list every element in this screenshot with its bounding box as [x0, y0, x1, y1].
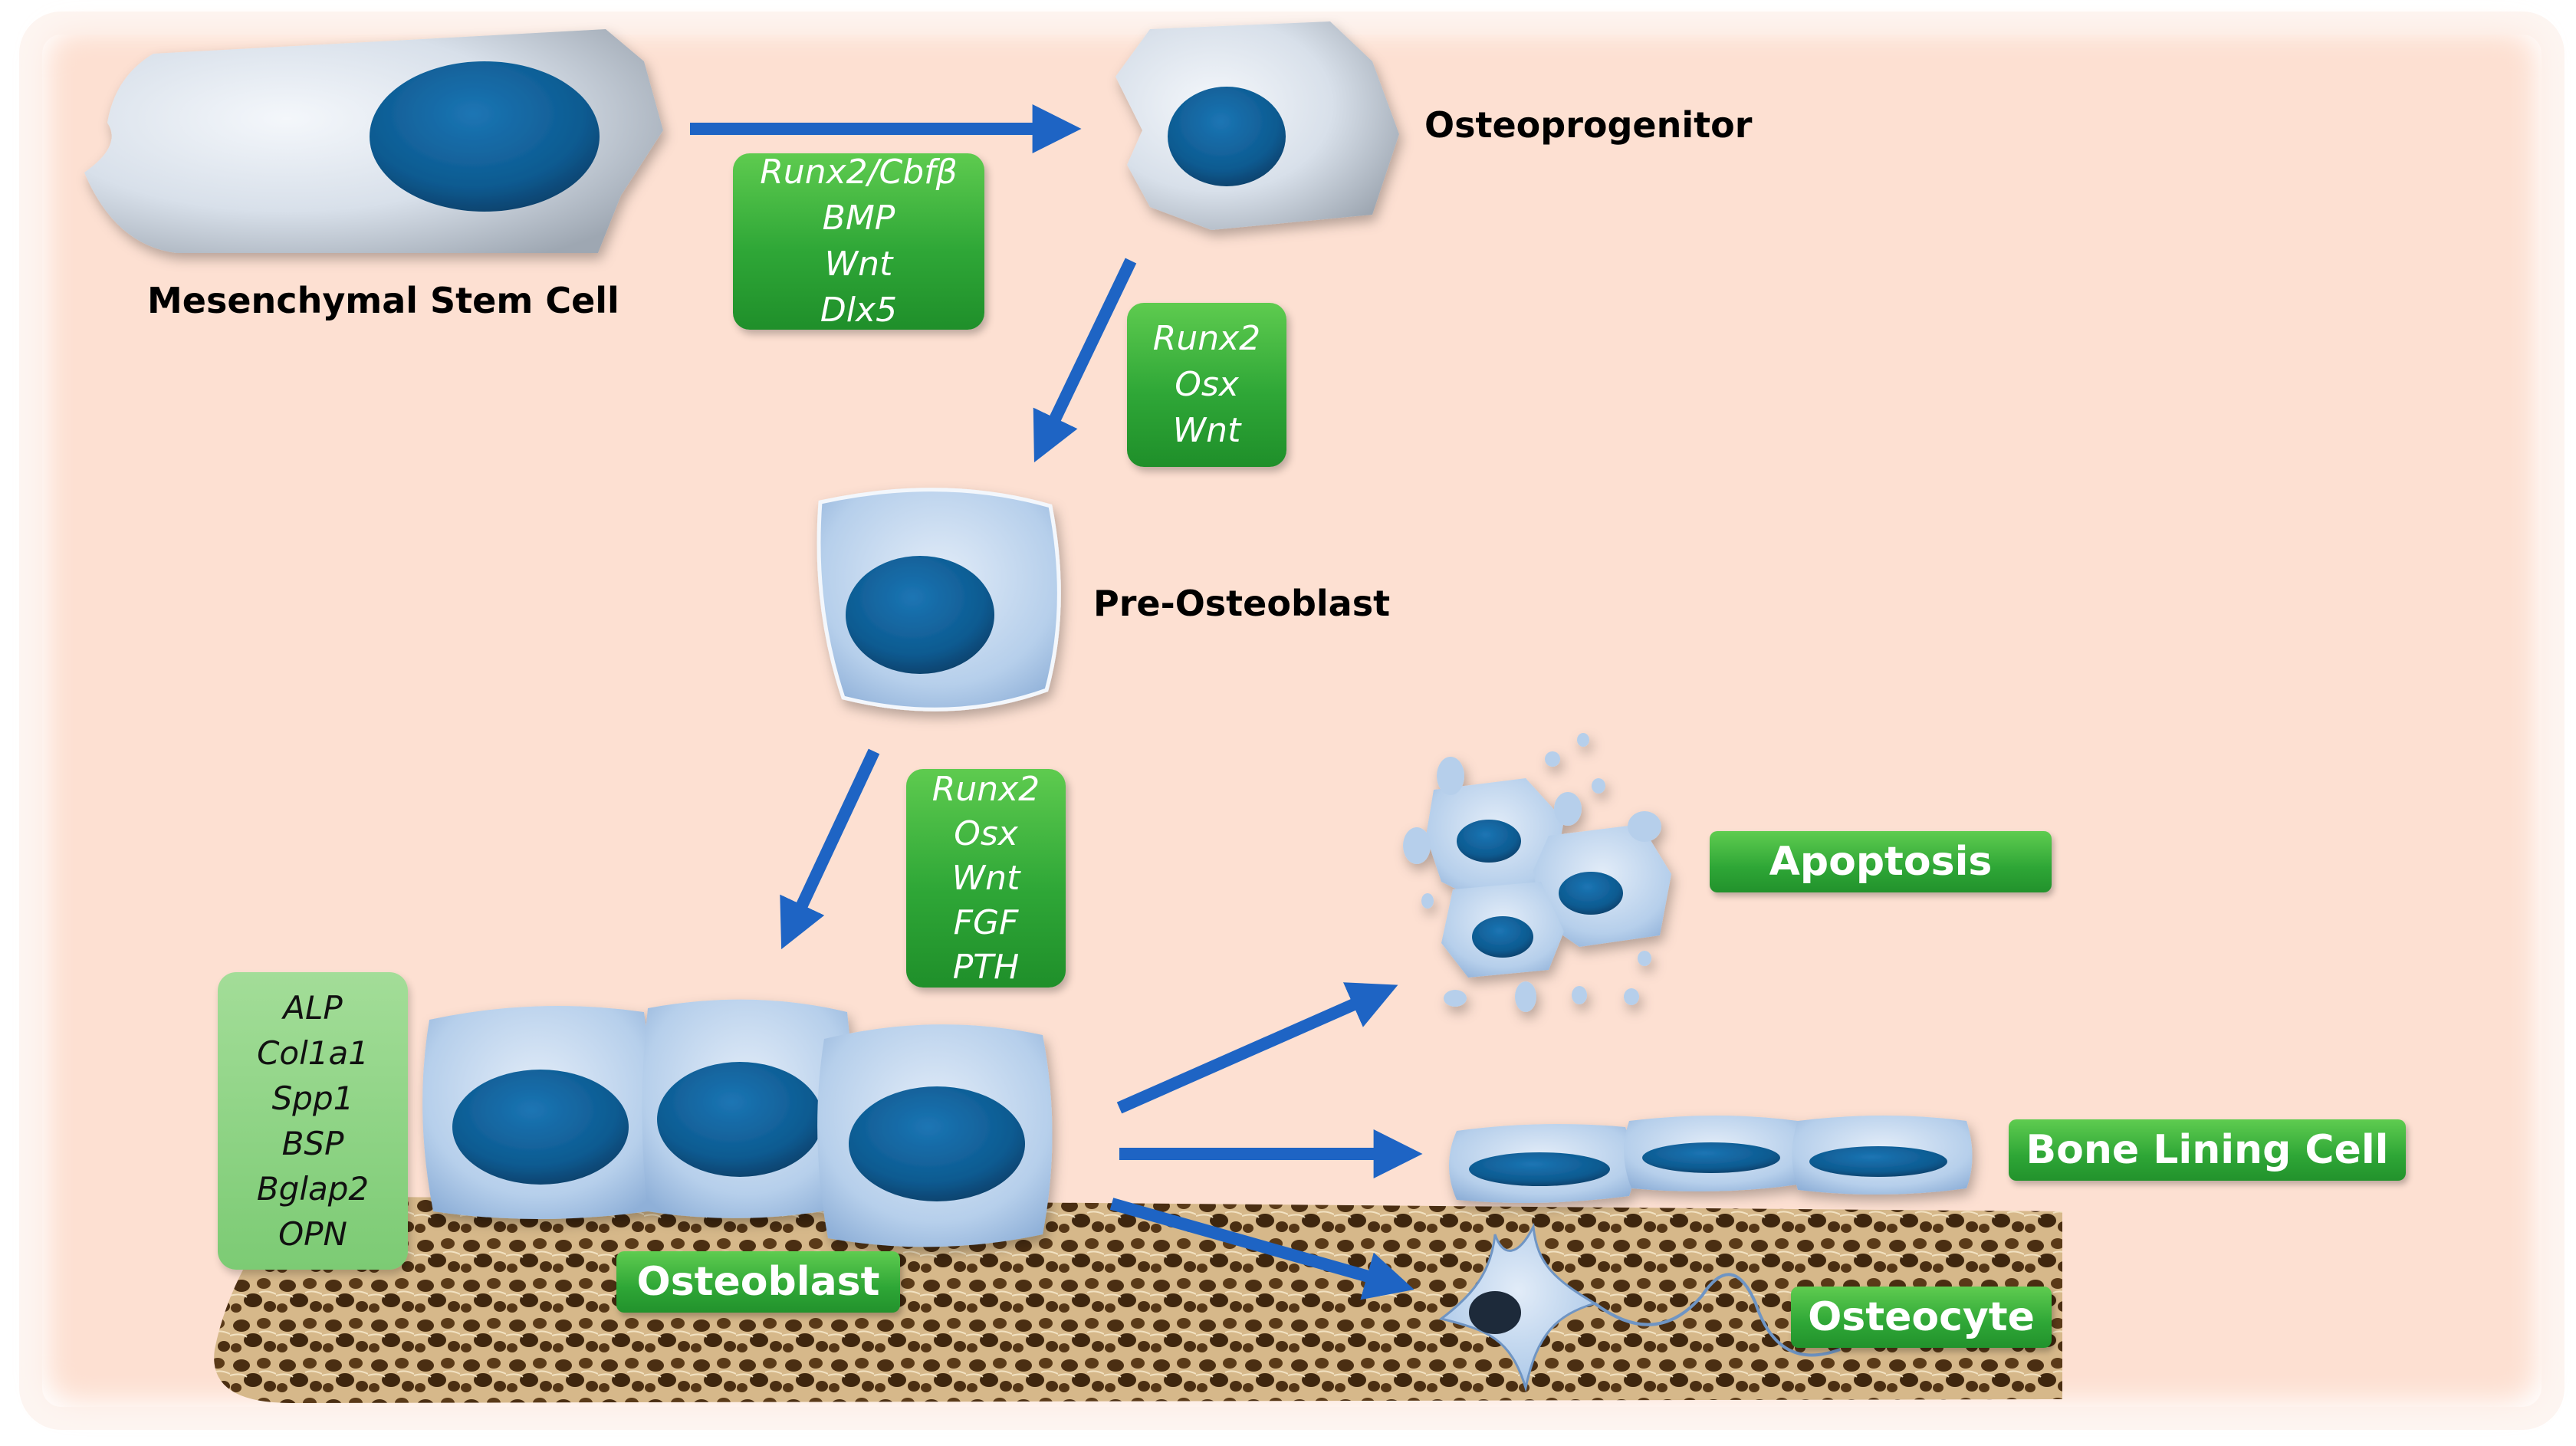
- label-mesenchymal-stem-cell: Mesenchymal Stem Cell: [147, 280, 619, 321]
- factor-fgf: FGF: [953, 902, 1019, 942]
- arrow-pre-to-osteoblast: [780, 748, 880, 950]
- marker-alp: ALP: [283, 989, 343, 1027]
- factor-runx2: Runx2: [1152, 319, 1261, 358]
- osteoprogenitor-cell: [1116, 21, 1399, 230]
- factors-msc-to-progenitor: Runx2/Cbfβ BMP Wnt Dlx5: [733, 153, 984, 330]
- bone-lining-cells: [1449, 1116, 1973, 1203]
- tag-osteoblast: Osteoblast: [616, 1251, 900, 1313]
- tag-apoptosis: Apoptosis: [1710, 831, 2052, 892]
- mesenchymal-stem-cell: [84, 29, 663, 253]
- factor-wnt: Wnt: [1172, 411, 1241, 450]
- pre-osteoblast-cell: [816, 488, 1061, 711]
- factor-dlx5: Dlx5: [820, 291, 898, 330]
- factor-osx: Osx: [1175, 365, 1239, 404]
- factor-wnt: Wnt: [824, 245, 893, 284]
- factor-wnt: Wnt: [951, 858, 1020, 898]
- marker-bglap2: Bglap2: [256, 1170, 370, 1208]
- factor-runx2-cbfb: Runx2/Cbfβ: [760, 153, 958, 192]
- factors-pre-to-osteoblast: Runx2 Osx Wnt FGF PTH: [906, 769, 1066, 988]
- label-osteoprogenitor: Osteoprogenitor: [1424, 104, 1753, 146]
- osteoblast-markers: ALP Col1a1 Spp1 BSP Bglap2 OPN: [218, 972, 408, 1270]
- factor-runx2: Runx2: [932, 769, 1040, 809]
- marker-spp1: Spp1: [271, 1080, 354, 1117]
- marker-col1a1: Col1a1: [257, 1034, 369, 1072]
- arrow-to-apoptosis: [1116, 982, 1398, 1114]
- tag-bone-lining-cell: Bone Lining Cell: [2009, 1119, 2406, 1181]
- marker-bsp: BSP: [281, 1125, 344, 1162]
- factor-pth: PTH: [952, 947, 1020, 987]
- arrow-progenitor-to-pre: [1033, 258, 1137, 463]
- factor-osx: Osx: [954, 813, 1018, 853]
- apoptotic-cells: [1403, 733, 1671, 1012]
- label-pre-osteoblast: Pre-Osteoblast: [1093, 583, 1391, 624]
- osteoblast-cells: [422, 999, 1053, 1247]
- factor-bmp: BMP: [822, 199, 895, 238]
- marker-opn: OPN: [278, 1215, 347, 1253]
- bone-matrix: [214, 1196, 2062, 1403]
- arrow-to-osteocyte: [1109, 1198, 1414, 1300]
- factors-progenitor-to-pre: Runx2 Osx Wnt: [1127, 303, 1286, 467]
- osteocyte-cell: [1438, 1222, 1841, 1392]
- tag-osteocyte: Osteocyte: [1791, 1287, 2052, 1348]
